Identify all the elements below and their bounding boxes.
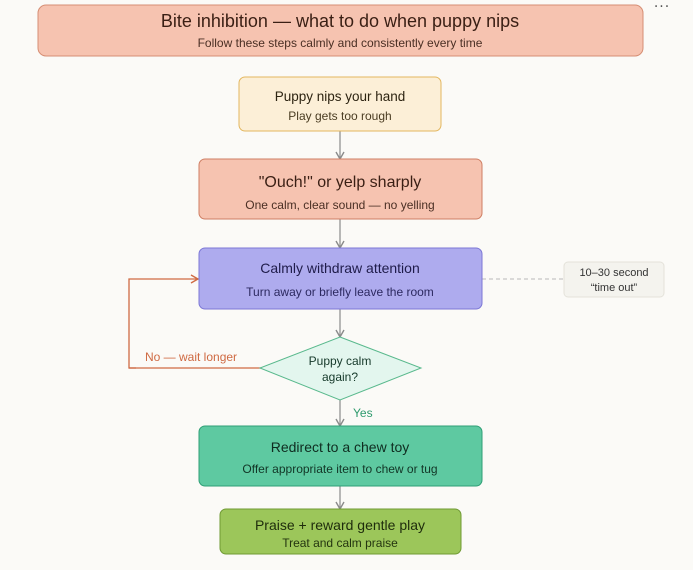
- step-puppy-nips-subtitle: Play gets too rough: [288, 109, 391, 123]
- header-box: [37, 4, 644, 57]
- header-banner: Bite inhibition — what to do when puppy …: [37, 4, 644, 57]
- step-praise: Praise + reward gentle play Treat and ca…: [219, 508, 462, 555]
- step-praise-subtitle: Treat and calm praise: [282, 536, 398, 550]
- step-redirect-title: Redirect to a chew toy: [271, 439, 410, 455]
- decision-diamond: [258, 336, 423, 401]
- decision-line2: again?: [322, 370, 358, 384]
- edge-decision-no-loop: [128, 274, 261, 369]
- step-ouch: "Ouch!" or yelp sharply One calm, clear …: [198, 158, 483, 220]
- step-withdraw-box: [198, 247, 483, 310]
- more-horizontal-icon: ···: [653, 0, 671, 15]
- note-time-out-line2: “time out”: [591, 282, 638, 294]
- step-praise-title: Praise + reward gentle play: [255, 517, 425, 533]
- header-title: Bite inhibition — what to do when puppy …: [161, 11, 519, 31]
- step-withdraw: Calmly withdraw attention Turn away or b…: [198, 247, 483, 310]
- step-puppy-nips: Puppy nips your hand Play gets too rough: [238, 76, 442, 132]
- step-ouch-title: "Ouch!" or yelp sharply: [259, 174, 422, 191]
- step-ouch-subtitle: One calm, clear sound — no yelling: [245, 198, 434, 212]
- step-withdraw-subtitle: Turn away or briefly leave the room: [246, 285, 434, 299]
- note-time-out-box: [563, 261, 665, 298]
- more-options-button[interactable]: ···: [647, 0, 677, 18]
- decision-puppy-calm: Puppy calm again?: [258, 336, 423, 401]
- edge-label-yes: Yes: [353, 406, 373, 420]
- step-puppy-nips-title: Puppy nips your hand: [275, 89, 406, 104]
- note-time-out-line1: 10–30 second: [579, 267, 648, 279]
- decision-line1: Puppy calm: [309, 354, 372, 368]
- step-withdraw-title: Calmly withdraw attention: [260, 260, 420, 276]
- edge-label-no: No — wait longer: [145, 350, 237, 364]
- step-praise-box: [219, 508, 462, 555]
- step-redirect: Redirect to a chew toy Offer appropriate…: [198, 425, 483, 487]
- step-redirect-subtitle: Offer appropriate item to chew or tug: [242, 462, 437, 476]
- note-time-out: 10–30 second “time out”: [563, 261, 665, 298]
- step-ouch-box: [198, 158, 483, 220]
- header-subtitle: Follow these steps calmly and consistent…: [198, 36, 483, 50]
- step-redirect-box: [198, 425, 483, 487]
- step-puppy-nips-box: [238, 76, 442, 132]
